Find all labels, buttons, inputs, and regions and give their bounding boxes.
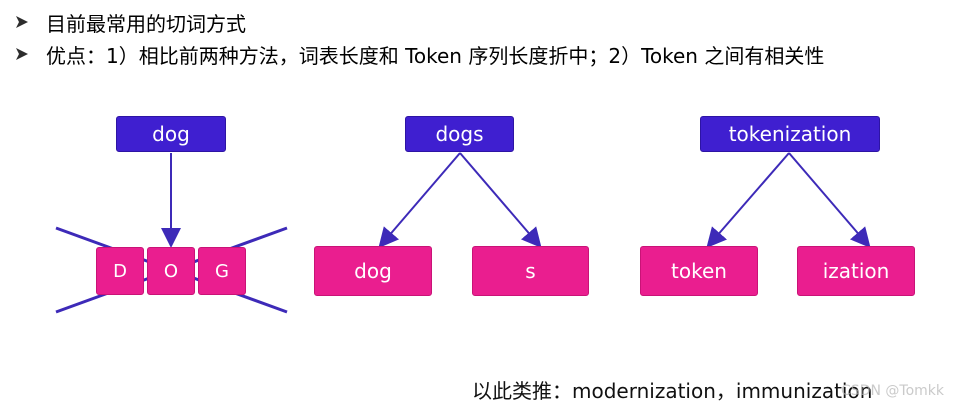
arrow-icon [16, 16, 28, 28]
bullet-list: 目前最常用的切词方式 优点：1）相比前两种方法，词表长度和 Token 序列长度… [14, 6, 964, 70]
char-box-o: O [147, 247, 195, 295]
child-label-s: s [525, 259, 536, 283]
dogs-to-dog-arrow [378, 152, 461, 249]
char-box-d: D [96, 247, 144, 295]
child-box-s: s [472, 246, 589, 296]
bullet-text-2: 优点：1）相比前两种方法，词表长度和 Token 序列长度折中；2）Token … [46, 43, 825, 68]
child-label-dog: dog [354, 259, 392, 283]
root-box-dogs: dogs [405, 116, 514, 152]
footer-text: 以此类推：modernization，immunization [472, 379, 873, 403]
watermark-text: CSDN @Tomkk [841, 383, 944, 399]
root-label-tokenization: tokenization [728, 122, 852, 146]
root-box-tokenization: tokenization [700, 116, 880, 152]
dogs-to-s-arrow [459, 152, 542, 249]
bullet-text-1: 目前最常用的切词方式 [46, 11, 246, 36]
bullet-item-2: 优点：1）相比前两种方法，词表长度和 Token 序列长度折中；2）Token … [14, 38, 964, 70]
tokenization-to-token-arrow [706, 152, 790, 249]
child-box-ization: ization [797, 246, 915, 296]
char-label-g: G [215, 260, 229, 282]
tokenization-to-ization-arrow [788, 152, 871, 249]
char-label-o: O [163, 260, 179, 282]
child-box-dog: dog [314, 246, 432, 296]
child-box-token: token [640, 246, 758, 296]
root-label-dogs: dogs [435, 122, 484, 146]
child-label-ization: ization [822, 259, 890, 283]
char-label-d: D [113, 260, 127, 282]
char-box-g: G [198, 247, 246, 295]
child-label-token: token [671, 259, 727, 283]
bullet-item-1: 目前最常用的切词方式 [14, 6, 964, 38]
root-label-dog: dog [152, 122, 190, 146]
root-box-dog: dog [116, 116, 226, 152]
arrow-icon [16, 48, 28, 60]
